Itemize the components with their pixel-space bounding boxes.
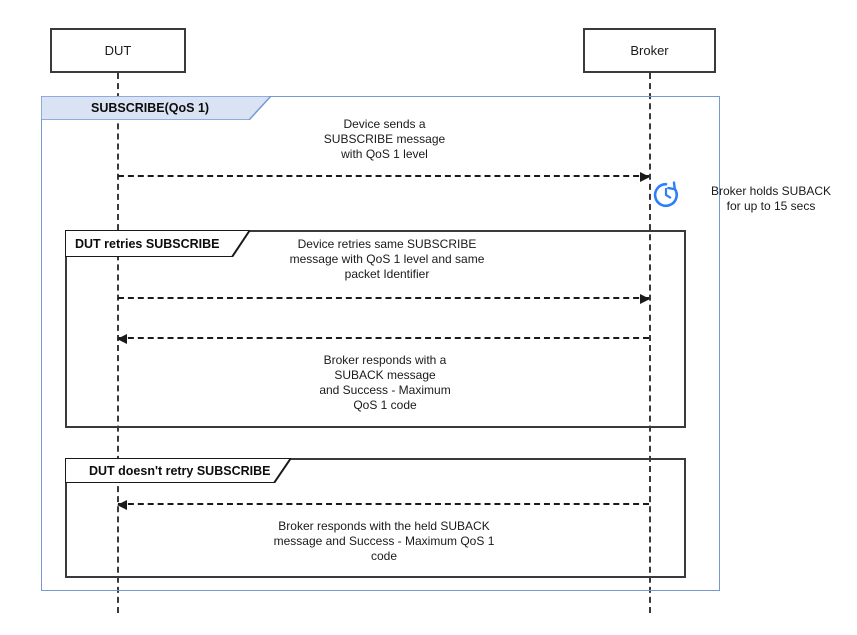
message-2-arrow	[118, 294, 650, 304]
lifeline-broker	[649, 73, 651, 613]
fragment-dut-no-retry	[65, 458, 686, 578]
participant-broker[interactable]: Broker	[583, 28, 716, 73]
message-3-arrow	[117, 334, 649, 344]
participant-broker-label: Broker	[630, 43, 669, 58]
fragment-dut-retries-tab: DUT retries SUBSCRIBE	[65, 230, 250, 257]
fragment-outer-subscribe	[41, 96, 720, 591]
fragment-dut-no-retry-tab-label: DUT doesn't retry SUBSCRIBE	[89, 463, 271, 478]
fragment-dut-retries	[65, 230, 686, 428]
arrowhead-left-icon	[117, 500, 127, 510]
timer-icon	[653, 181, 678, 208]
fragment-dut-no-retry-tab: DUT doesn't retry SUBSCRIBE	[65, 458, 291, 483]
fragment-outer-tab: SUBSCRIBE(QoS 1)	[41, 96, 271, 120]
timer-annotation-text: Broker holds SUBACK for up to 15 secs	[710, 184, 832, 213]
participant-dut-label: DUT	[104, 43, 132, 58]
arrowhead-left-icon	[117, 334, 127, 344]
message-4-arrow	[117, 500, 649, 510]
fragment-outer-tab-shape	[41, 96, 271, 120]
fragment-outer-tab-label: SUBSCRIBE(QoS 1)	[91, 101, 210, 115]
message-3-note: Broker responds with a SUBACK message an…	[319, 353, 451, 412]
participant-dut[interactable]: DUT	[50, 28, 186, 73]
message-1-note: Device sends a SUBSCRIBE message with Qo…	[323, 117, 446, 161]
fragment-dut-retries-tab-shape	[65, 230, 250, 257]
arrowhead-right-icon	[640, 172, 650, 182]
message-2-note: Device retries same SUBSCRIBE message wi…	[289, 237, 485, 281]
fragment-dut-no-retry-tab-shape	[65, 458, 291, 483]
message-1-arrow	[118, 172, 650, 182]
message-4-note: Broker responds with the held SUBACK mes…	[273, 519, 495, 563]
arrowhead-right-icon	[640, 294, 650, 304]
fragment-dut-retries-tab-label: DUT retries SUBSCRIBE	[75, 236, 220, 251]
